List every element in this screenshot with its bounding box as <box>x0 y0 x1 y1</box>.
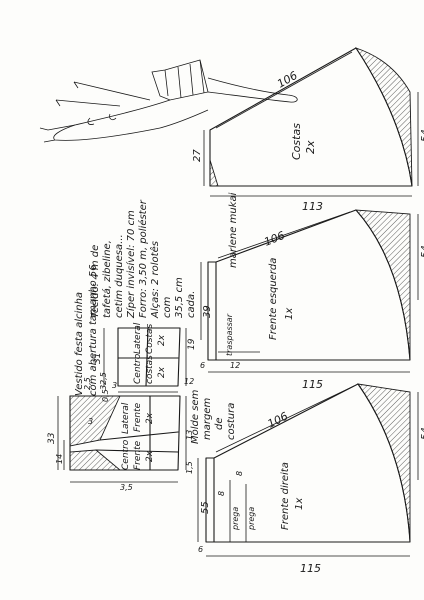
bb-05: 0,5 <box>101 389 110 402</box>
piece-frente-esquerda <box>200 209 419 373</box>
materials-line1: Tecido: 4 m de <box>90 245 101 318</box>
costas-bottom: 113 <box>302 200 323 213</box>
bf-centro-frente: Frente <box>133 440 143 470</box>
piece-frente-direita <box>197 383 419 557</box>
fd-left: 55 <box>200 501 211 514</box>
materials-line6: Alças: 2 rolotês <box>149 241 161 319</box>
title-line2: com abertura tamanho 56 <box>88 264 99 396</box>
bf-33: 33 <box>47 432 57 444</box>
materials-line5: Forro: 3,50 m, poliéster <box>137 199 149 318</box>
fe-bottom: 115 <box>302 378 323 391</box>
fd-bottom: 115 <box>300 562 321 575</box>
bf-lateral: Lateral <box>121 402 131 434</box>
piece-costas <box>203 47 419 197</box>
fd-8b: 8 <box>235 471 244 476</box>
fd-prega2: prega <box>247 507 256 531</box>
materials-line4: Zíper invisível: 70 cm <box>125 210 137 319</box>
fe-6: 6 <box>200 361 205 370</box>
mold-note: Molde sem margem de costura <box>190 389 237 444</box>
bodice-back <box>103 327 187 393</box>
bb-centro-costas: costas <box>145 355 155 384</box>
bf-325: 32,5 <box>99 372 108 390</box>
fd-name: Frente direita <box>280 462 291 530</box>
costas-qty: 2x <box>304 140 317 154</box>
bb-lateral: Lateral <box>133 322 143 354</box>
dress-sketch <box>39 59 298 143</box>
bf-centro: Centro <box>121 439 131 470</box>
fd-top: 106 <box>265 410 290 431</box>
bf-25: 2,5 <box>83 377 92 390</box>
title-line1: Vestido festa alcinha <box>74 292 85 396</box>
bb-31: 31 <box>93 353 103 364</box>
bb-19: 19 <box>187 338 197 350</box>
materials-line2: tafetá, zibeline, <box>101 240 113 318</box>
bb-costas: Costas <box>145 323 155 354</box>
fe-name: Frente esquerda <box>268 258 279 340</box>
fd-qty: 1x <box>294 498 305 510</box>
bodice-front <box>57 395 187 483</box>
bf-14: 14 <box>55 454 64 464</box>
bf-frente: Frente <box>133 402 143 432</box>
fe-left: 39 <box>202 305 213 318</box>
bf-3: 3 <box>88 417 93 426</box>
bf-lateral-qty: 2x <box>145 412 155 424</box>
materials-line3: cetim duquesa... <box>114 234 125 318</box>
mold-line1: Molde sem <box>190 389 201 444</box>
mold-line4: costura <box>226 403 237 440</box>
bf-35: 3,5 <box>120 483 133 492</box>
bb-centro: Centro <box>133 353 143 384</box>
costas-name: Costas <box>290 123 303 160</box>
costas-left: 27 <box>192 149 203 162</box>
mold-line3: de <box>214 418 225 431</box>
bb-12: 12 <box>184 377 194 386</box>
materials-line8: 35,5 cm <box>174 277 185 318</box>
fd-prega1: prega <box>231 507 240 531</box>
bf-13: 13 <box>185 430 194 440</box>
bb-lateral-qty: 2x <box>157 334 167 346</box>
bb-3: 3 <box>112 381 117 390</box>
signature: marlene mukai <box>228 192 239 268</box>
bf-centro-qty: 2x <box>145 450 155 462</box>
bf-15: 1,5 <box>185 461 194 474</box>
fe-top: 106 <box>262 229 286 249</box>
materials-line7: com <box>162 296 173 318</box>
mold-line2: margem <box>202 398 213 440</box>
materials-note: Tecido: 4 m de tafetá, zibeline, cetim d… <box>90 199 197 319</box>
fe-qty: 1x <box>284 308 295 320</box>
fe-12: 12 <box>230 361 240 370</box>
materials-line9: cada. <box>186 291 197 318</box>
fd-6: 6 <box>198 545 203 554</box>
bb-centro-qty: 2x <box>157 366 167 378</box>
costas-right: 54 <box>420 129 424 142</box>
costas-top: 106 <box>275 69 300 91</box>
fe-right: 54 <box>420 245 424 258</box>
fd-8a: 8 <box>217 491 226 496</box>
fd-right: 54 <box>420 427 424 440</box>
fe-traspassar: traspassar <box>225 313 234 356</box>
